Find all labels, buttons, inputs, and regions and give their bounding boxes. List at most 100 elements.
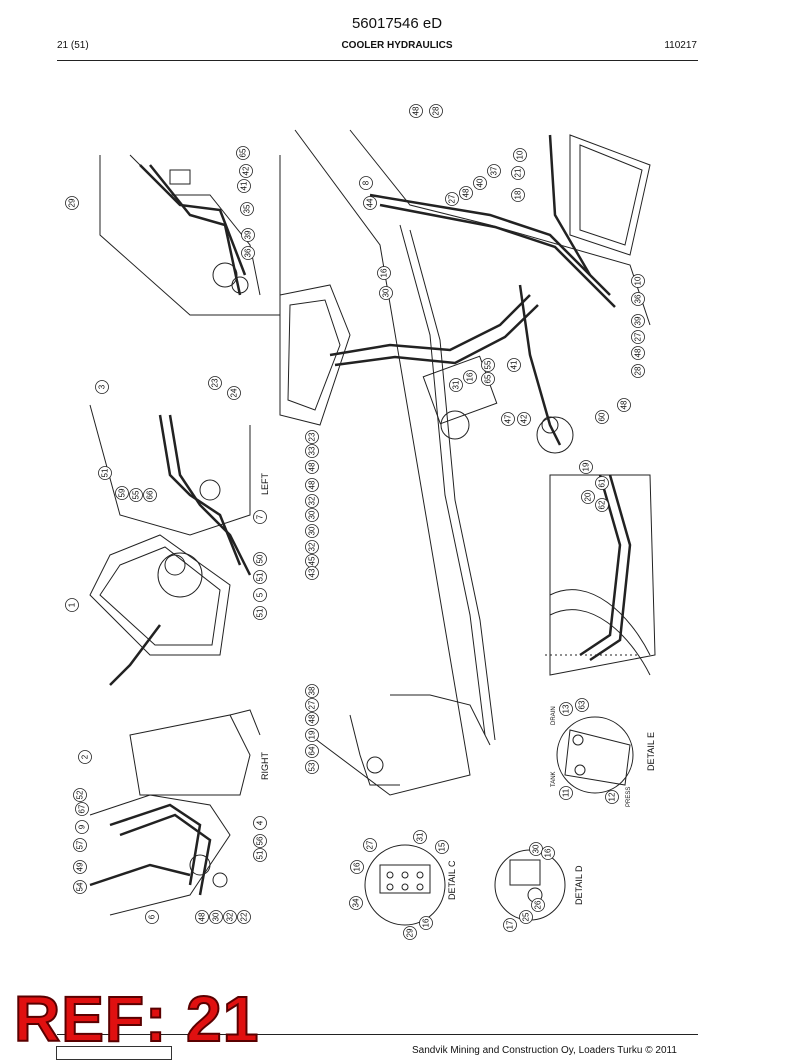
- callout-circle: [541, 846, 555, 860]
- callout-circle: [305, 460, 319, 474]
- callout-circle: [305, 444, 319, 458]
- callout-circle: [631, 274, 645, 288]
- callout-number: 36: [244, 248, 253, 257]
- callout-circle: [463, 370, 477, 384]
- callout-number: 27: [448, 194, 457, 203]
- callout-circle: [377, 266, 391, 280]
- callout-circle: [209, 910, 223, 924]
- callout-circle: [409, 104, 423, 118]
- callout-circle: [559, 702, 573, 716]
- callout-circle: [98, 466, 112, 480]
- callout-number: 30: [308, 526, 317, 535]
- label-drain: DRAIN: [551, 706, 557, 725]
- callout-number: 48: [412, 106, 421, 115]
- callout-number: 16: [353, 862, 362, 871]
- callout-number: 10: [516, 150, 525, 159]
- callout-number: 40: [476, 178, 485, 187]
- callout-circle: [429, 104, 443, 118]
- callout-number: 47: [504, 414, 513, 423]
- callout-circle: [239, 164, 253, 178]
- callout-circle: [253, 552, 267, 566]
- callout-number: 62: [598, 500, 607, 509]
- callout-circle: [419, 916, 433, 930]
- callout-number: 2: [81, 754, 90, 759]
- callout-number: 23: [211, 378, 220, 387]
- callout-circle: [143, 488, 157, 502]
- callout-number: 61: [598, 478, 607, 487]
- callout-number: 48: [198, 912, 207, 921]
- callout-number: 48: [308, 480, 317, 489]
- callout-number: 55: [484, 360, 493, 369]
- callout-circle: [519, 910, 533, 924]
- callout-circle: [240, 202, 254, 216]
- label-detail-d: DETAIL D: [574, 865, 584, 905]
- callout-number: 10: [634, 276, 643, 285]
- callout-number: 59: [118, 488, 127, 497]
- ref-stamp: REF: 21: [13, 982, 260, 1056]
- callout-number: 1: [68, 602, 77, 607]
- label-right: RIGHT: [260, 752, 270, 781]
- callout-circle: [511, 188, 525, 202]
- view-left-middle: [89, 404, 252, 686]
- callout-number: 50: [256, 554, 265, 563]
- callout-number: 60: [598, 412, 607, 421]
- callout-circle: [449, 378, 463, 392]
- callout-circle: [487, 164, 501, 178]
- callout-circle: [237, 910, 251, 924]
- callout-circle: [223, 910, 237, 924]
- callout-number: 45: [308, 556, 317, 565]
- label-tank: TANK: [551, 771, 557, 787]
- callout-circle: [305, 540, 319, 554]
- callout-circle: [305, 728, 319, 742]
- callout-circle: [575, 698, 589, 712]
- callout-number: 11: [562, 788, 571, 797]
- callout-number: 56: [256, 836, 265, 845]
- callout-number: 8: [362, 180, 371, 185]
- callout-number: 12: [608, 792, 617, 801]
- callout-circle: [115, 486, 129, 500]
- callout-circle: [435, 840, 449, 854]
- callout-circle: [145, 910, 159, 924]
- view-top-left: [99, 154, 281, 316]
- callout-number: 27: [366, 840, 375, 849]
- callout-number: 48: [634, 348, 643, 357]
- callout-number: 55: [132, 490, 141, 499]
- callout-number: 30: [308, 510, 317, 519]
- callout-number: 51: [256, 572, 265, 581]
- callout-circle: [513, 148, 527, 162]
- callout-circle: [75, 802, 89, 816]
- callout-circle: [473, 176, 487, 190]
- callout-circle: [579, 460, 593, 474]
- callout-number: 30: [382, 288, 391, 297]
- callout-number: 25: [522, 912, 531, 921]
- callout-circle: [631, 346, 645, 360]
- callout-circle: [241, 228, 255, 242]
- callout-number: 19: [308, 730, 317, 739]
- callout-circle: [253, 588, 267, 602]
- callout-circle: [305, 566, 319, 580]
- callout-circle: [631, 364, 645, 378]
- callout-circle: [531, 898, 545, 912]
- callout-number: 30: [212, 912, 221, 921]
- callout-circle: [511, 166, 525, 180]
- callout-circle: [236, 146, 250, 160]
- callout-circle: [253, 816, 267, 830]
- callout-circle: [195, 910, 209, 924]
- callout-number: 48: [308, 714, 317, 723]
- callout-number: 52: [76, 790, 85, 799]
- callout-circle: [75, 820, 89, 834]
- callout-circle: [445, 192, 459, 206]
- callout-number: 7: [256, 514, 265, 519]
- callout-circle: [631, 292, 645, 306]
- callout-number: 21: [514, 168, 523, 177]
- callout-number: 39: [244, 230, 253, 239]
- callout-circle: [73, 788, 87, 802]
- callout-circle: [403, 926, 417, 940]
- detail-d-view: [494, 849, 566, 921]
- callout-circle: [363, 838, 377, 852]
- callout-number: 31: [452, 380, 461, 389]
- callout-circle: [459, 186, 473, 200]
- callout-circle: [208, 376, 222, 390]
- callout-number: 19: [582, 462, 591, 471]
